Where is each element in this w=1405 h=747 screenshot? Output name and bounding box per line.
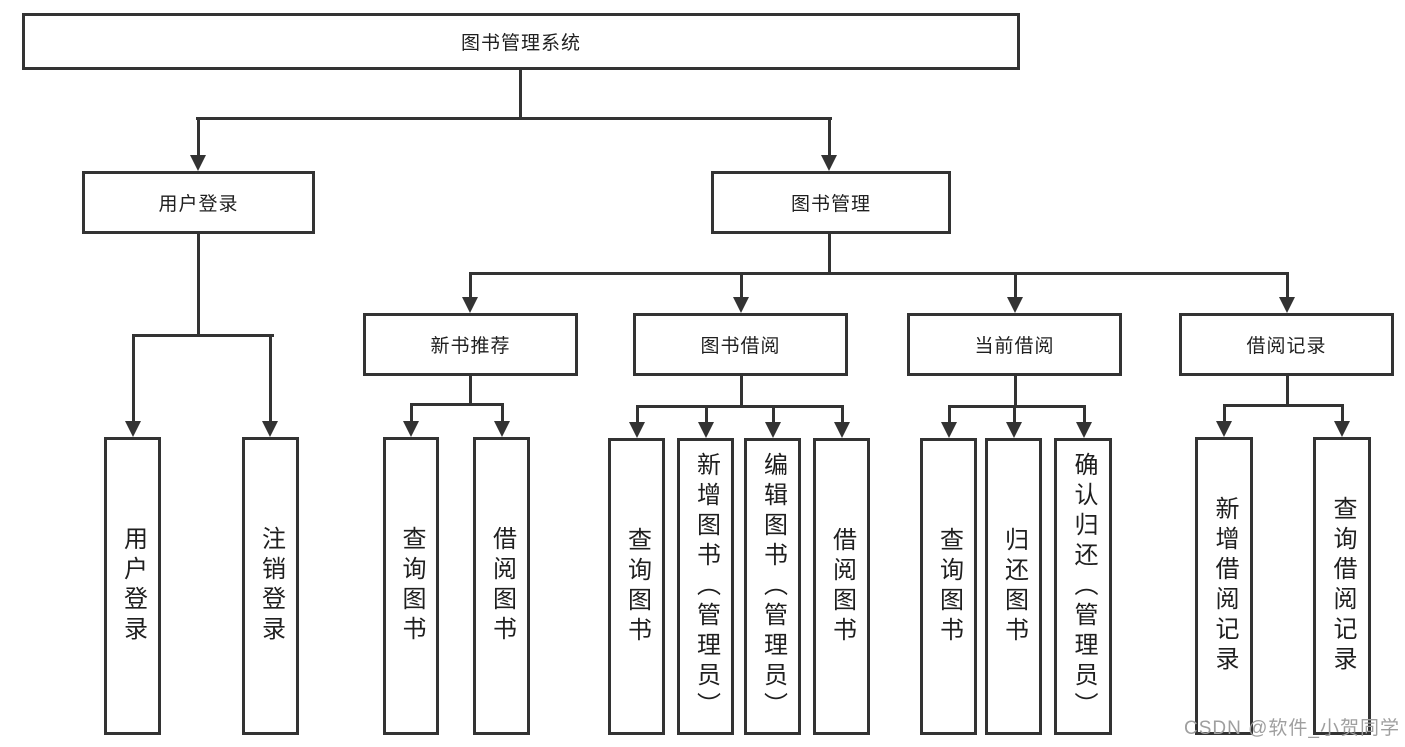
arrow-down-icon [1076,422,1092,438]
node-borrow-records-label: 借阅记录 [1246,336,1327,357]
leaf-records-add-label: 新增借阅记录 [1211,496,1238,676]
arrow-down-icon [941,422,957,438]
leaf-borrow-query-label: 查询图书 [623,526,651,647]
arrow-down-icon [1334,421,1350,437]
arrow-down-icon [821,155,837,171]
edge [740,375,743,406]
leaf-current-confirm: 确认归还（管理员） [1054,438,1112,735]
edge [1341,404,1344,422]
node-book-mgmt-label: 图书管理 [790,194,871,215]
edge [196,117,832,120]
node-root-label: 图书管理系统 [460,33,581,54]
watermark: CSDN @软件_小贺同学 [1184,718,1400,739]
leaf-current-return-label: 归还图书 [1000,526,1028,647]
edge [1013,405,1016,423]
leaf-records-query: 查询借阅记录 [1313,437,1371,735]
leaf-user-login-label: 用户登录 [119,526,147,646]
arrow-down-icon [765,422,781,438]
node-user-login-label: 用户登录 [158,194,239,215]
arrow-down-icon [1279,297,1295,313]
leaf-logout-label: 注销登录 [257,526,285,646]
leaf-borrow-add-label: 新增图书（管理员） [692,451,720,722]
node-book-borrow-label: 图书借阅 [700,336,781,357]
edge [636,405,639,423]
edge [519,67,522,119]
edge [469,375,472,405]
leaf-current-return: 归还图书 [985,438,1042,735]
edge [1083,405,1086,423]
edge [469,272,472,298]
leaf-borrow-borrow: 借阅图书 [813,438,870,735]
node-current-borrow-label: 当前借阅 [974,336,1055,357]
leaf-user-login: 用户登录 [104,437,161,735]
edge [828,117,831,157]
edge [410,403,504,406]
node-book-mgmt: 图书管理 [711,171,951,234]
edge [1223,404,1344,407]
edge [469,272,1289,275]
leaf-records-add: 新增借阅记录 [1195,437,1253,735]
node-borrow-records: 借阅记录 [1179,313,1394,376]
arrow-down-icon [1216,421,1232,437]
edge [705,405,708,423]
leaf-newbooks-borrow: 借阅图书 [473,437,530,735]
arrow-down-icon [403,421,419,437]
edge [772,405,775,423]
arrow-down-icon [733,297,749,313]
leaf-newbooks-query: 查询图书 [383,437,439,735]
arrow-down-icon [1007,297,1023,313]
edge [501,403,504,422]
edge [410,403,413,422]
edge [197,117,200,157]
edge [132,334,135,422]
node-user-login: 用户登录 [82,171,315,234]
leaf-records-query-label: 查询借阅记录 [1329,496,1356,676]
arrow-down-icon [262,421,278,437]
node-new-books-label: 新书推荐 [430,336,511,357]
leaf-current-confirm-label: 确认归还（管理员） [1070,451,1097,722]
node-new-books: 新书推荐 [363,313,578,376]
leaf-borrow-edit: 编辑图书（管理员） [744,438,801,735]
edge [636,405,844,408]
leaf-borrow-query: 查询图书 [608,438,665,735]
node-book-borrow: 图书借阅 [633,313,848,376]
edge [1014,375,1017,406]
edge [828,233,831,274]
edge [948,405,1086,408]
leaf-newbooks-query-label: 查询图书 [398,526,425,646]
leaf-newbooks-borrow-label: 借阅图书 [488,526,516,646]
edge [841,405,844,423]
edge [740,272,743,298]
arrow-down-icon [462,297,478,313]
leaf-current-query-label: 查询图书 [935,526,963,647]
edge [948,405,951,423]
leaf-borrow-borrow-label: 借阅图书 [828,526,856,647]
edge [197,233,200,336]
arrow-down-icon [494,421,510,437]
leaf-logout: 注销登录 [242,437,299,735]
node-root: 图书管理系统 [22,13,1020,70]
edge [269,334,272,422]
edge [1286,272,1289,298]
arrow-down-icon [190,155,206,171]
arrow-down-icon [629,422,645,438]
arrow-down-icon [1006,422,1022,438]
edge [132,334,274,337]
arrow-down-icon [698,422,714,438]
leaf-borrow-add: 新增图书（管理员） [677,438,734,735]
arrow-down-icon [834,422,850,438]
arrow-down-icon [125,421,141,437]
node-current-borrow: 当前借阅 [907,313,1122,376]
leaf-current-query: 查询图书 [920,438,977,735]
edge [1286,375,1289,405]
edge [1014,272,1017,298]
edge [1223,404,1226,422]
leaf-borrow-edit-label: 编辑图书（管理员） [759,451,787,722]
